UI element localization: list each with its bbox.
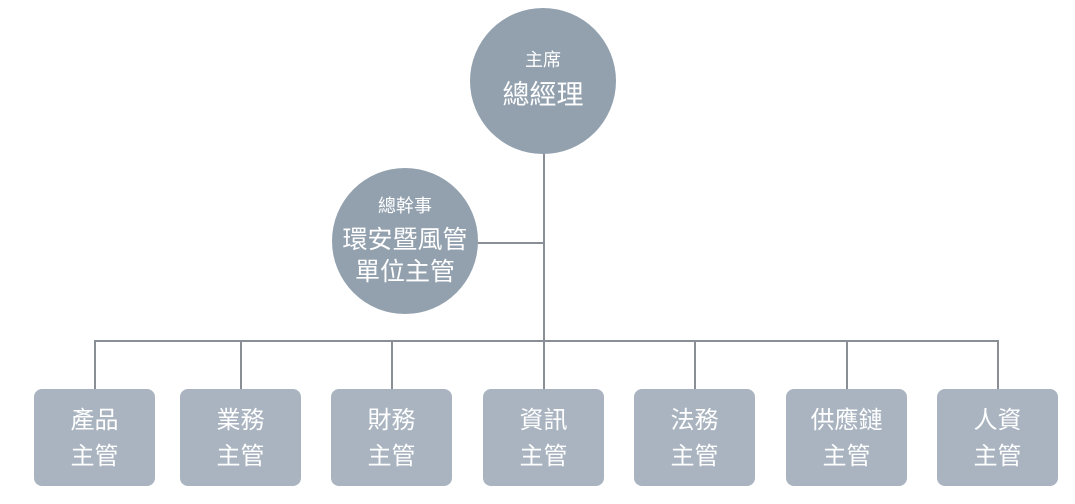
chairman-node: 主席 總經理	[470, 8, 616, 154]
department-name: 產品	[70, 405, 119, 434]
secretary-role-line2: 單位主管	[354, 257, 455, 286]
department-box: 人資 主管	[937, 389, 1058, 486]
department-name: 法務	[670, 405, 719, 434]
department-box: 業務 主管	[180, 389, 301, 486]
department-box: 供應鏈 主管	[786, 389, 907, 486]
department-box: 法務 主管	[634, 389, 755, 486]
department-drop-connector	[997, 340, 999, 390]
secretary-node: 總幹事 環安暨風管 單位主管	[332, 168, 478, 314]
chairman-title: 主席	[525, 50, 561, 71]
department-box: 產品 主管	[34, 389, 155, 486]
department-drop-connector	[694, 340, 696, 390]
department-role: 主管	[973, 441, 1022, 470]
department-role: 主管	[519, 441, 568, 470]
department-drop-connector	[240, 340, 242, 390]
department-name: 財務	[367, 405, 416, 434]
department-name: 供應鏈	[810, 405, 883, 434]
secretary-title: 總幹事	[378, 196, 432, 217]
department-role: 主管	[822, 441, 871, 470]
department-drop-connector	[543, 340, 545, 390]
department-role: 主管	[670, 441, 719, 470]
department-name: 業務	[216, 405, 265, 434]
department-box: 財務 主管	[331, 389, 452, 486]
chairman-name: 總經理	[502, 80, 584, 111]
department-bar-connector	[94, 340, 999, 342]
department-role: 主管	[216, 441, 265, 470]
department-name: 資訊	[519, 405, 568, 434]
department-drop-connector	[846, 340, 848, 390]
secretary-connector	[468, 242, 544, 244]
department-box: 資訊 主管	[483, 389, 604, 486]
department-drop-connector	[94, 340, 96, 390]
department-role: 主管	[367, 441, 416, 470]
department-role: 主管	[70, 441, 119, 470]
secretary-role-line1: 環安暨風管	[342, 225, 468, 254]
trunk-connector	[543, 150, 545, 344]
department-name: 人資	[973, 405, 1022, 434]
department-drop-connector	[391, 340, 393, 390]
